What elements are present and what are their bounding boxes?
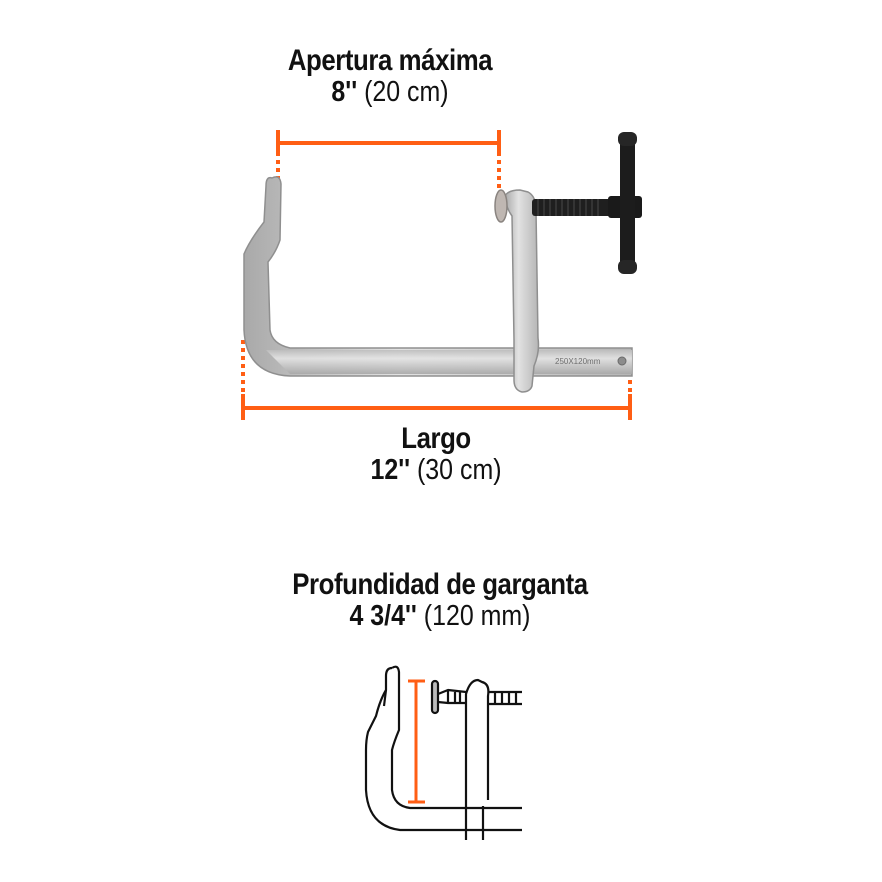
max-opening-label: Apertura máxima 8'' (20 cm)	[240, 44, 540, 109]
swivel-pad	[494, 189, 508, 223]
max-opening-dimension	[276, 130, 501, 192]
max-opening-title: Apertura máxima	[287, 44, 493, 77]
throat-depth-label: Profundidad de garganta 4 3/4'' (120 mm)	[240, 568, 640, 633]
clamp-fixed-jaw: 250X120mm	[243, 176, 633, 377]
length-dimension	[241, 340, 632, 420]
max-opening-value: 8'' (20 cm)	[331, 76, 449, 108]
length-label: Largo 12'' (30 cm)	[286, 422, 586, 487]
clamp-sliding-jaw	[494, 189, 540, 393]
t-handle	[618, 132, 637, 274]
length-value: 12'' (30 cm)	[370, 454, 502, 486]
bar-marking: 250X120mm	[555, 357, 601, 366]
length-title: Largo	[401, 422, 471, 455]
bar-rivet	[617, 356, 627, 366]
throat-depth-value: 4 3/4'' (120 mm)	[349, 600, 531, 632]
throat-depth-title: Profundidad de garganta	[292, 568, 588, 601]
throat-depth-dimension	[408, 679, 425, 804]
throat-depth-diagram	[364, 665, 522, 840]
